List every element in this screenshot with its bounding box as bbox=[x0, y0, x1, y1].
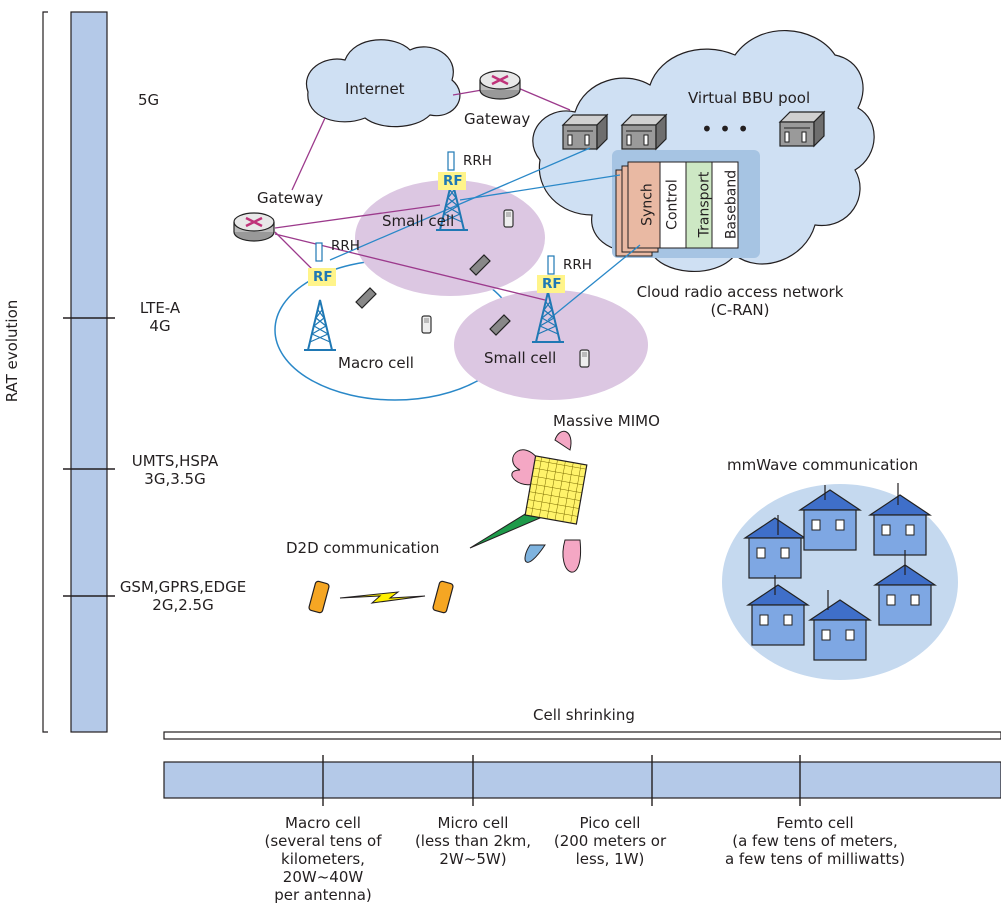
cell-pico-detail-1: (200 meters or bbox=[553, 832, 667, 850]
gen-4g: LTE-A 4G bbox=[130, 299, 190, 335]
mmwave-label: mmWave communication bbox=[727, 456, 919, 474]
cell-macro-detail-1: (several tens of bbox=[264, 832, 382, 850]
rrh-label-bottom: RRH bbox=[563, 257, 592, 273]
gen-3g-line1: UMTS,HSPA bbox=[131, 452, 219, 470]
cell-micro-detail-2: 2W~5W) bbox=[439, 850, 507, 868]
cell-femto-detail-1: (a few tens of meters, bbox=[732, 832, 898, 850]
cell-femto-detail-2: a few tens of milliwatts) bbox=[724, 850, 906, 868]
cell-shrinking-label: Cell shrinking bbox=[533, 706, 635, 724]
cell-femto-name: Femto cell bbox=[776, 814, 854, 832]
cell-micro-detail-1: (less than 2km, bbox=[414, 832, 532, 850]
cran-stack-cards bbox=[615, 161, 739, 257]
gateway-router-left bbox=[232, 211, 276, 243]
gen-3g: UMTS,HSPA 3G,3.5G bbox=[120, 452, 230, 488]
cell-size-bar bbox=[163, 761, 1001, 799]
gateway-left-label: Gateway bbox=[257, 189, 324, 207]
gen-5g: 5G bbox=[138, 91, 159, 109]
internet-label: Internet bbox=[345, 80, 405, 98]
rrh-label-macro: RRH bbox=[331, 238, 360, 254]
cell-micro-name: Micro cell bbox=[437, 814, 509, 832]
gen-2g-line1: GSM,GPRS,EDGE bbox=[119, 578, 247, 596]
rf-label-macro: RF bbox=[313, 269, 333, 285]
cell-macro-detail-2: kilometers, bbox=[281, 850, 365, 868]
cell-size-ticks bbox=[322, 755, 801, 806]
bbu-dots: • • • bbox=[701, 117, 750, 141]
tower-small-cell-top bbox=[435, 151, 469, 231]
cell-micro: Micro cell (less than 2km, 2W~5W) bbox=[400, 814, 546, 868]
rat-axis-label: RAT evolution bbox=[3, 299, 21, 403]
cell-macro-name: Macro cell bbox=[285, 814, 361, 832]
rf-label-bottom: RF bbox=[542, 276, 562, 292]
gateway-router-top bbox=[478, 69, 522, 101]
rrh-label-top: RRH bbox=[463, 153, 492, 169]
cell-macro-detail-3: 20W~40W bbox=[282, 868, 364, 886]
cell-pico: Pico cell (200 meters or less, 1W) bbox=[540, 814, 680, 868]
rat-evolution-bar bbox=[70, 11, 108, 733]
massive-mimo-antenna bbox=[469, 430, 588, 573]
stack-layer-control: Control bbox=[664, 179, 681, 230]
rat-tick-lines bbox=[63, 317, 115, 597]
bbu-pool-label: Virtual BBU pool bbox=[688, 89, 811, 107]
rf-label-top: RF bbox=[443, 173, 463, 189]
cran-label-line1: Cloud radio access network bbox=[636, 283, 844, 301]
gateway-top-label: Gateway bbox=[464, 110, 531, 128]
small-cell-label-top: Small cell bbox=[382, 212, 455, 230]
stack-layer-transport: Transport bbox=[696, 171, 713, 238]
massive-mimo-label: Massive MIMO bbox=[553, 412, 660, 430]
mmwave-houses bbox=[722, 483, 958, 680]
gen-3g-line2: 3G,3.5G bbox=[144, 470, 206, 488]
rf-boxes bbox=[308, 172, 565, 293]
small-cell-area-top bbox=[355, 180, 545, 296]
gen-2g: GSM,GPRS,EDGE 2G,2.5G bbox=[108, 578, 258, 614]
stack-layer-baseband: Baseband bbox=[723, 169, 740, 240]
cran-label-line2: (C-RAN) bbox=[710, 301, 770, 319]
gen-4g-line2: 4G bbox=[149, 317, 171, 335]
d2d-label: D2D communication bbox=[286, 539, 440, 557]
gen-5g-label: 5G bbox=[138, 91, 160, 109]
cran-label: Cloud radio access network (C-RAN) bbox=[605, 283, 875, 319]
small-cell-label-bottom: Small cell bbox=[484, 349, 557, 367]
cell-macro-detail-4: per antenna) bbox=[274, 886, 372, 904]
cell-pico-detail-2: less, 1W) bbox=[575, 850, 645, 868]
d2d-link bbox=[308, 580, 454, 614]
internet-cloud bbox=[305, 39, 461, 128]
macro-cell-label: Macro cell bbox=[338, 354, 414, 372]
cell-macro: Macro cell (several tens of kilometers, … bbox=[243, 814, 403, 904]
gen-2g-line2: 2G,2.5G bbox=[152, 596, 214, 614]
cell-shrinking-arrow bbox=[163, 731, 1001, 740]
stack-layer-synch: Synch bbox=[639, 183, 656, 226]
cell-femto: Femto cell (a few tens of meters, a few … bbox=[700, 814, 930, 868]
tower-macro-cell bbox=[303, 242, 337, 351]
cell-pico-name: Pico cell bbox=[579, 814, 641, 832]
gen-4g-line1: LTE-A bbox=[139, 299, 181, 317]
tower-small-cell-bottom bbox=[531, 255, 565, 343]
rat-bracket bbox=[42, 11, 48, 733]
